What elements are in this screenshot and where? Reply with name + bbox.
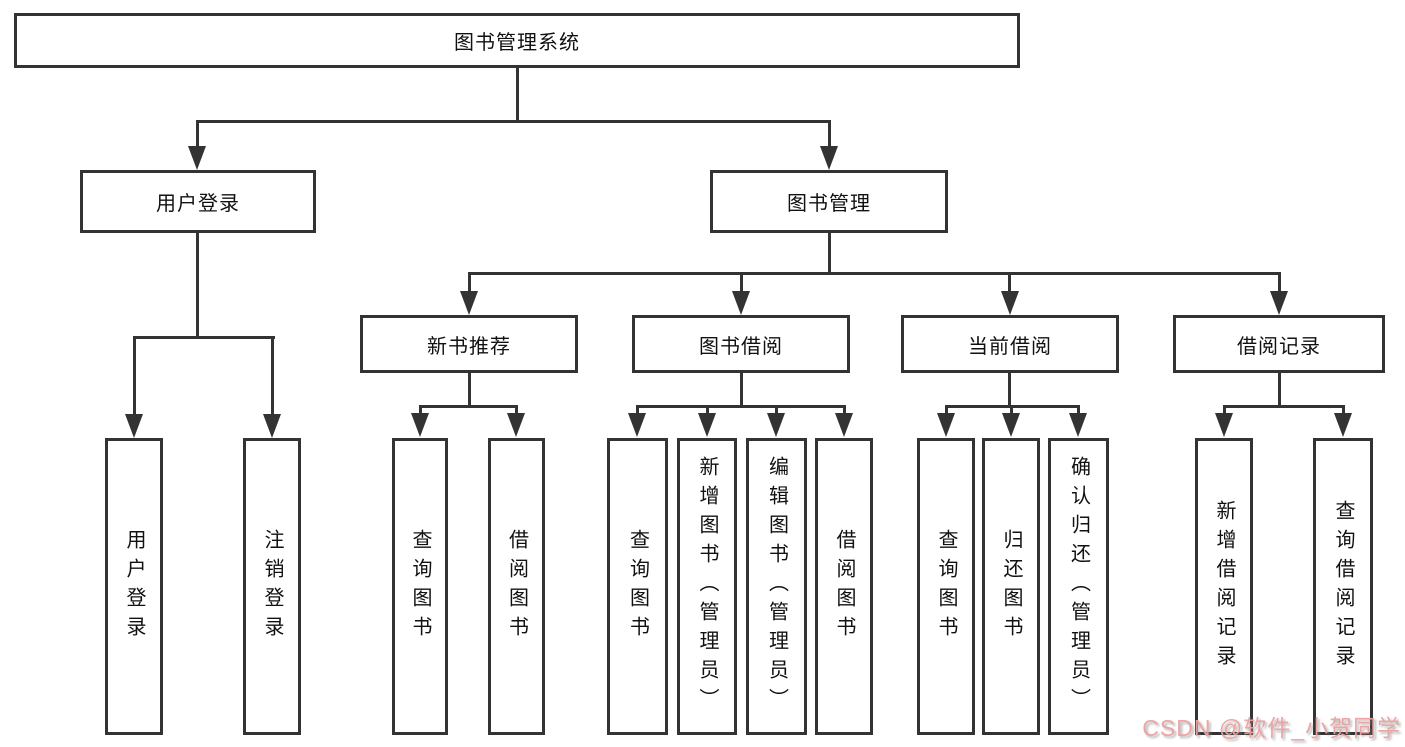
arrow-down-icon	[1270, 291, 1288, 315]
connector-line	[516, 68, 519, 122]
arrow-down-icon	[835, 413, 853, 437]
connector-line	[1223, 405, 1226, 415]
connector-line	[133, 336, 275, 339]
leaf-label: 查询借阅记录	[1332, 499, 1354, 674]
leaf-add-borrow-record: 新增借阅记录	[1195, 438, 1253, 735]
connector-line	[636, 405, 639, 415]
node-user-login: 用户登录	[80, 170, 316, 233]
connector-line	[133, 336, 136, 414]
node-book-management: 图书管理	[710, 170, 948, 233]
leaf-label: 查询图书	[935, 528, 957, 645]
arrow-down-icon	[628, 413, 646, 437]
arrow-down-icon	[698, 413, 716, 437]
leaf-edit-books-admin: 编辑图书（管理员）	[746, 438, 807, 735]
connector-line	[636, 405, 845, 408]
leaf-label: 借阅图书	[833, 528, 855, 645]
connector-line	[197, 120, 831, 123]
leaf-query-books-current: 查询图书	[917, 438, 975, 735]
leaf-label: 注销登录	[261, 528, 283, 645]
leaf-borrow-books-borrowing: 借阅图书	[815, 438, 873, 735]
arrow-down-icon	[263, 414, 281, 438]
arrow-down-icon	[188, 146, 206, 170]
arrow-down-icon	[820, 146, 838, 170]
node-new-book-recommendation: 新书推荐	[360, 315, 578, 373]
connector-line	[515, 405, 518, 415]
node-label: 图书管理系统	[454, 32, 580, 54]
arrow-down-icon	[125, 414, 143, 438]
leaf-label: 新增借阅记录	[1213, 499, 1235, 674]
arrow-down-icon	[732, 291, 750, 315]
connector-line	[468, 272, 471, 291]
node-label: 图书管理	[787, 193, 871, 215]
leaf-query-borrow-record: 查询借阅记录	[1313, 438, 1373, 735]
connector-line	[775, 405, 778, 415]
connector-line	[740, 373, 743, 407]
node-library-management-system: 图书管理系统	[14, 13, 1020, 68]
connector-line	[1077, 405, 1080, 415]
node-label: 用户登录	[156, 193, 240, 215]
arrow-down-icon	[767, 413, 785, 437]
leaf-label: 用户登录	[123, 528, 145, 645]
arrow-down-icon	[460, 291, 478, 315]
arrow-down-icon	[1002, 413, 1020, 437]
connector-line	[196, 233, 199, 338]
connector-line	[740, 272, 743, 291]
arrow-down-icon	[1215, 413, 1233, 437]
leaf-add-books-admin: 新增图书（管理员）	[677, 438, 737, 735]
leaf-query-books-borrowing: 查询图书	[607, 438, 668, 735]
connector-line	[1278, 373, 1281, 407]
node-current-borrowing: 当前借阅	[901, 315, 1119, 373]
arrow-down-icon	[1334, 413, 1352, 437]
connector-line	[1010, 405, 1013, 415]
leaf-label: 编辑图书（管理员）	[765, 456, 788, 717]
node-label: 借阅记录	[1237, 335, 1321, 358]
connector-line	[419, 405, 422, 415]
arrow-down-icon	[411, 413, 429, 437]
arrow-down-icon	[1001, 291, 1019, 315]
connector-line	[1342, 405, 1345, 415]
connector-line	[468, 373, 471, 407]
leaf-label: 归还图书	[1000, 528, 1022, 645]
leaf-label: 查询图书	[626, 528, 649, 645]
leaf-confirm-return-admin: 确认归还（管理员）	[1048, 438, 1109, 735]
leaf-logout: 注销登录	[243, 438, 301, 735]
connector-line	[828, 233, 831, 274]
leaf-user-login: 用户登录	[105, 438, 163, 735]
connector-line	[843, 405, 846, 415]
connector-line	[1008, 272, 1011, 291]
connector-line	[945, 405, 948, 415]
node-label: 图书借阅	[699, 335, 783, 358]
leaf-borrow-books-recommend: 借阅图书	[488, 438, 545, 735]
node-label: 当前借阅	[968, 335, 1052, 358]
connector-line	[828, 120, 831, 148]
connector-line	[419, 405, 518, 408]
connector-line	[706, 405, 709, 415]
connector-line	[271, 336, 274, 414]
leaf-return-books: 归还图书	[982, 438, 1040, 735]
node-borrowing-records: 借阅记录	[1173, 315, 1385, 373]
leaf-label: 新增图书（管理员）	[696, 456, 718, 717]
leaf-query-books-recommend: 查询图书	[392, 438, 448, 735]
node-label: 新书推荐	[427, 335, 511, 358]
connector-line	[1223, 405, 1344, 408]
connector-line	[469, 272, 1281, 275]
node-book-borrowing: 图书借阅	[632, 315, 850, 373]
leaf-label: 确认归还（管理员）	[1067, 456, 1090, 717]
arrow-down-icon	[507, 413, 525, 437]
connector-line	[1008, 373, 1011, 407]
connector-line	[1278, 272, 1281, 291]
leaf-label: 查询图书	[409, 528, 431, 645]
connector-line	[196, 120, 199, 148]
arrow-down-icon	[1069, 413, 1087, 437]
arrow-down-icon	[937, 413, 955, 437]
leaf-label: 借阅图书	[505, 528, 528, 645]
